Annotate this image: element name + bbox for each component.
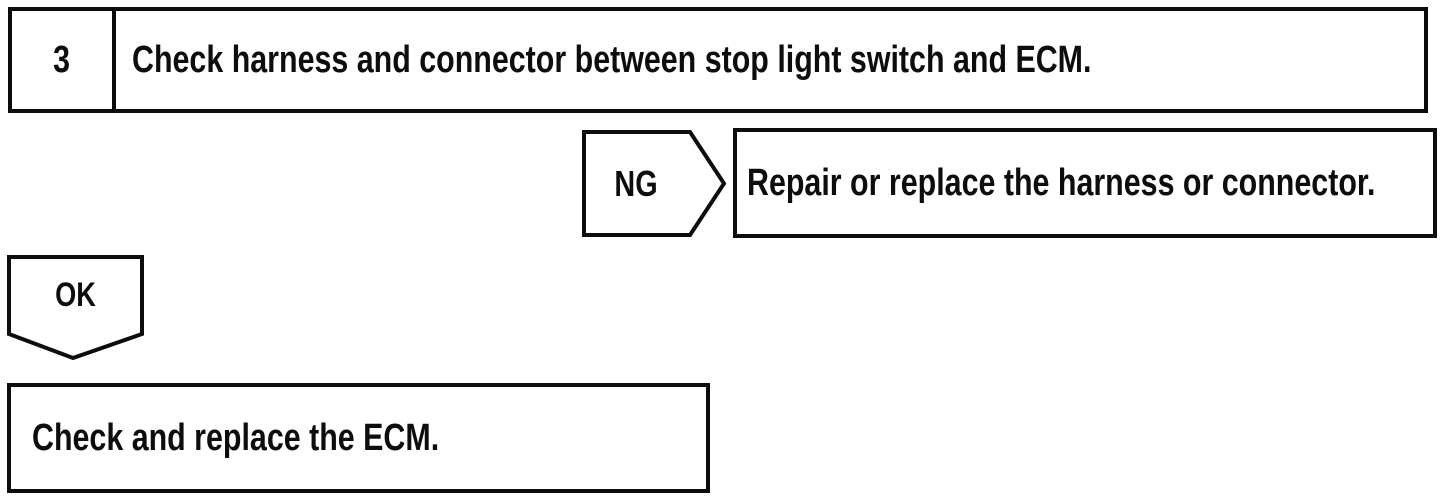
ng-label: NG: [614, 162, 658, 204]
ok-label: OK: [55, 276, 96, 314]
ng-connector: NG: [582, 130, 727, 237]
ng-action-box: Repair or replace the harness or connect…: [733, 128, 1437, 238]
ng-label-wrap: NG: [582, 130, 690, 237]
step-instruction: Check harness and connector between stop…: [132, 39, 1092, 81]
ng-right-pentagon-icon: [582, 130, 727, 237]
ng-action-text: Repair or replace the harness or connect…: [747, 162, 1376, 204]
ok-connector: OK: [7, 255, 144, 361]
ok-label-wrap: OK: [7, 255, 144, 335]
ok-down-pentagon-icon: [7, 255, 144, 361]
step-instruction-cell: Check harness and connector between stop…: [116, 11, 1424, 109]
ok-action-text: Check and replace the ECM.: [32, 417, 440, 459]
step-box: 3 Check harness and connector between st…: [8, 7, 1428, 113]
step-number-cell: 3: [12, 11, 116, 109]
ok-action-box: Check and replace the ECM.: [7, 383, 710, 493]
step-number: 3: [53, 39, 71, 81]
